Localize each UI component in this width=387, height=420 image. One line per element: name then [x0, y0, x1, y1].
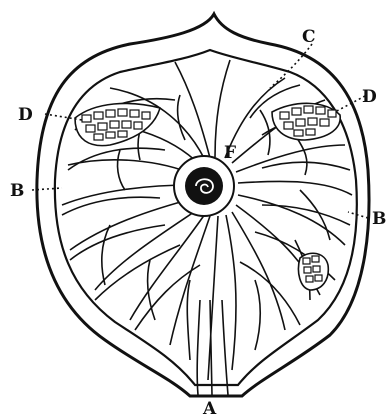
cell-patch-right [272, 103, 340, 140]
label-a: A [202, 399, 217, 419]
label-f: F [224, 143, 236, 163]
label-b-left: B [10, 181, 24, 201]
cell-patch-left [75, 103, 160, 145]
cell-patch-lower-right [298, 253, 328, 290]
label-d-left: D [18, 105, 33, 125]
label-c: C [302, 27, 316, 47]
central-seed [185, 167, 223, 205]
label-d-right: D [362, 87, 377, 107]
label-b-right: B [372, 209, 386, 229]
